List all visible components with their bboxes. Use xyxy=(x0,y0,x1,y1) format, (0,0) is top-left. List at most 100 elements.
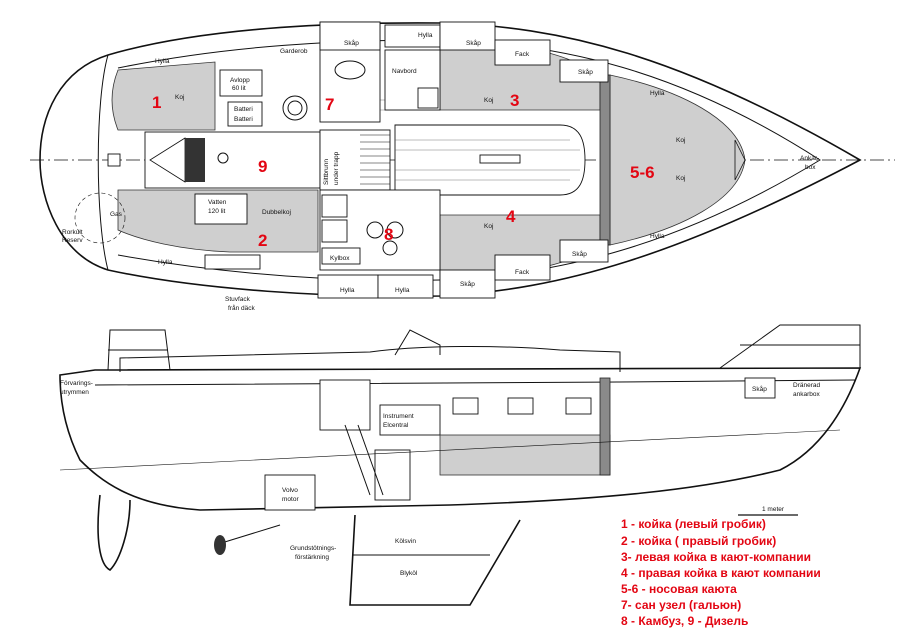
stove-burner-3 xyxy=(382,240,398,256)
label-hylla-3: Hylla xyxy=(650,90,665,97)
label-vatten: Vatten xyxy=(208,199,227,206)
label-kolsvin: Kölsvin xyxy=(395,538,416,545)
plan-view: Hylla Garderob Skåp Hylla Skåp Fack Skåp… xyxy=(30,21,895,312)
label-forvarings: Förvarings- xyxy=(60,380,93,387)
legend-line-5: 5-6 - носовая каюта xyxy=(621,582,737,596)
galley-drawers xyxy=(374,449,411,501)
head-basin xyxy=(334,60,366,80)
label-garderob: Garderob xyxy=(280,48,308,55)
engine-wheel xyxy=(217,152,229,164)
legend-line-4: 4 - правая койка в кают компании xyxy=(621,566,821,580)
keel xyxy=(349,514,521,606)
top-lockers xyxy=(319,21,609,83)
label-fack-1: Fack xyxy=(515,51,530,58)
spray-hood xyxy=(394,329,441,356)
label-ankarbox: Ankar- xyxy=(800,155,819,162)
instrument-panel xyxy=(379,404,441,436)
label-volvo: Volvo xyxy=(282,487,298,494)
label-under-trapp: under trapp xyxy=(333,151,340,185)
settee-profile xyxy=(439,434,611,476)
bow-pulpit xyxy=(719,324,861,369)
nav-table xyxy=(384,49,441,111)
label-batteri-1: Batteri xyxy=(234,106,253,113)
forward-cabin-area xyxy=(609,74,746,246)
bottom-lockers xyxy=(317,239,609,299)
engine-block xyxy=(185,138,205,182)
label-hylla-2: Hylla xyxy=(418,32,433,39)
profile-view: Förvarings- utrymmen Instrument Elcentra… xyxy=(59,324,862,606)
area-number-3: 3 xyxy=(510,91,519,110)
profile-cabin-top xyxy=(119,345,621,372)
label-motor: motor xyxy=(282,496,299,503)
gas-locker xyxy=(74,192,126,244)
legend-line-3: 3- левая койка в кают-компании xyxy=(621,550,811,564)
label-batteri-2: Batteri xyxy=(234,116,253,123)
nav-seat xyxy=(417,87,439,109)
label-koj-5: Koj xyxy=(676,137,685,144)
legend: 1 - койка (левый гробик) 2 - койка ( пра… xyxy=(621,517,821,628)
galley-sink-1 xyxy=(321,194,348,218)
label-forstarkning: förstärkning xyxy=(295,554,329,561)
galley-sink-2 xyxy=(321,219,348,243)
label-koj-6: Koj xyxy=(676,175,685,182)
engine xyxy=(264,474,316,511)
label-hylla-bottom-left: Hylla xyxy=(158,259,173,266)
label-ankarbox-profile: ankarbox xyxy=(793,391,820,398)
label-sittbrunn: Sittbrunn xyxy=(323,159,330,185)
label-vatten-vol: 120 lit xyxy=(208,208,226,215)
label-avlopp: Avlopp xyxy=(230,77,250,84)
deck-locker xyxy=(204,254,261,270)
companionway xyxy=(319,129,391,191)
water-tank xyxy=(194,193,248,225)
plan-transom xyxy=(97,54,109,271)
head-toilet xyxy=(282,95,308,121)
prop-shaft xyxy=(214,524,281,546)
waterline xyxy=(59,429,841,471)
window-2 xyxy=(507,397,534,415)
label-rorkult: Rorkult xyxy=(62,229,83,236)
label-hylla-4: Hylla xyxy=(340,287,355,294)
legend-line-7: 8 - Камбуз, 9 - Дизель xyxy=(621,614,748,628)
stove-burner-2 xyxy=(386,221,404,239)
label-koj-4: Koj xyxy=(484,223,493,230)
legend-line-6: 7- сан узел (гальюн) xyxy=(621,598,741,612)
berth-1-area xyxy=(111,61,216,131)
label-hylla-6: Hylla xyxy=(650,233,665,240)
label-hylla-top-left: Hylla xyxy=(155,58,170,65)
label-koj-1: Koj xyxy=(175,94,184,101)
window-1 xyxy=(452,397,479,415)
label-scale: 1 meter xyxy=(762,506,785,513)
label-fack-2: Fack xyxy=(515,269,530,276)
label-ankarbox-2: box xyxy=(805,164,816,171)
anchor-locker-shape xyxy=(734,139,746,181)
bow-locker xyxy=(744,377,776,399)
label-koj-3: Koj xyxy=(484,97,493,104)
label-navbord: Navbord xyxy=(392,68,417,75)
label-elcentral: Elcentral xyxy=(383,422,409,429)
label-dubbelkoj: Dubbelkoj xyxy=(262,209,291,216)
area-number-5-6: 5-6 xyxy=(630,163,655,182)
label-skap-profile: Skåp xyxy=(752,385,767,393)
area-number-4: 4 xyxy=(506,207,516,226)
ladder xyxy=(344,424,384,496)
profile-hull xyxy=(59,367,862,511)
label-skap-5: Skåp xyxy=(572,250,587,258)
stove-burner-1 xyxy=(366,221,384,239)
legend-line-1: 1 - койка (левый гробик) xyxy=(621,517,766,531)
label-avlopp-vol: 60 lit xyxy=(232,85,246,92)
profile-bulkhead xyxy=(599,377,611,476)
label-instrument: Instrument xyxy=(383,413,414,420)
rudder-post xyxy=(107,153,121,167)
table-leaf xyxy=(479,154,521,164)
label-gas: Gas xyxy=(110,211,123,218)
label-blykol: Blyköl xyxy=(400,570,418,577)
area-number-7: 7 xyxy=(325,95,334,114)
propeller xyxy=(214,535,226,555)
companionway-steps xyxy=(360,134,390,185)
area-number-9: 9 xyxy=(258,157,267,176)
engine-box xyxy=(144,131,321,189)
label-grundstotnings: Grundstötnings- xyxy=(290,545,336,552)
label-skap-2: Skåp xyxy=(466,39,481,47)
bulkhead xyxy=(599,74,611,246)
